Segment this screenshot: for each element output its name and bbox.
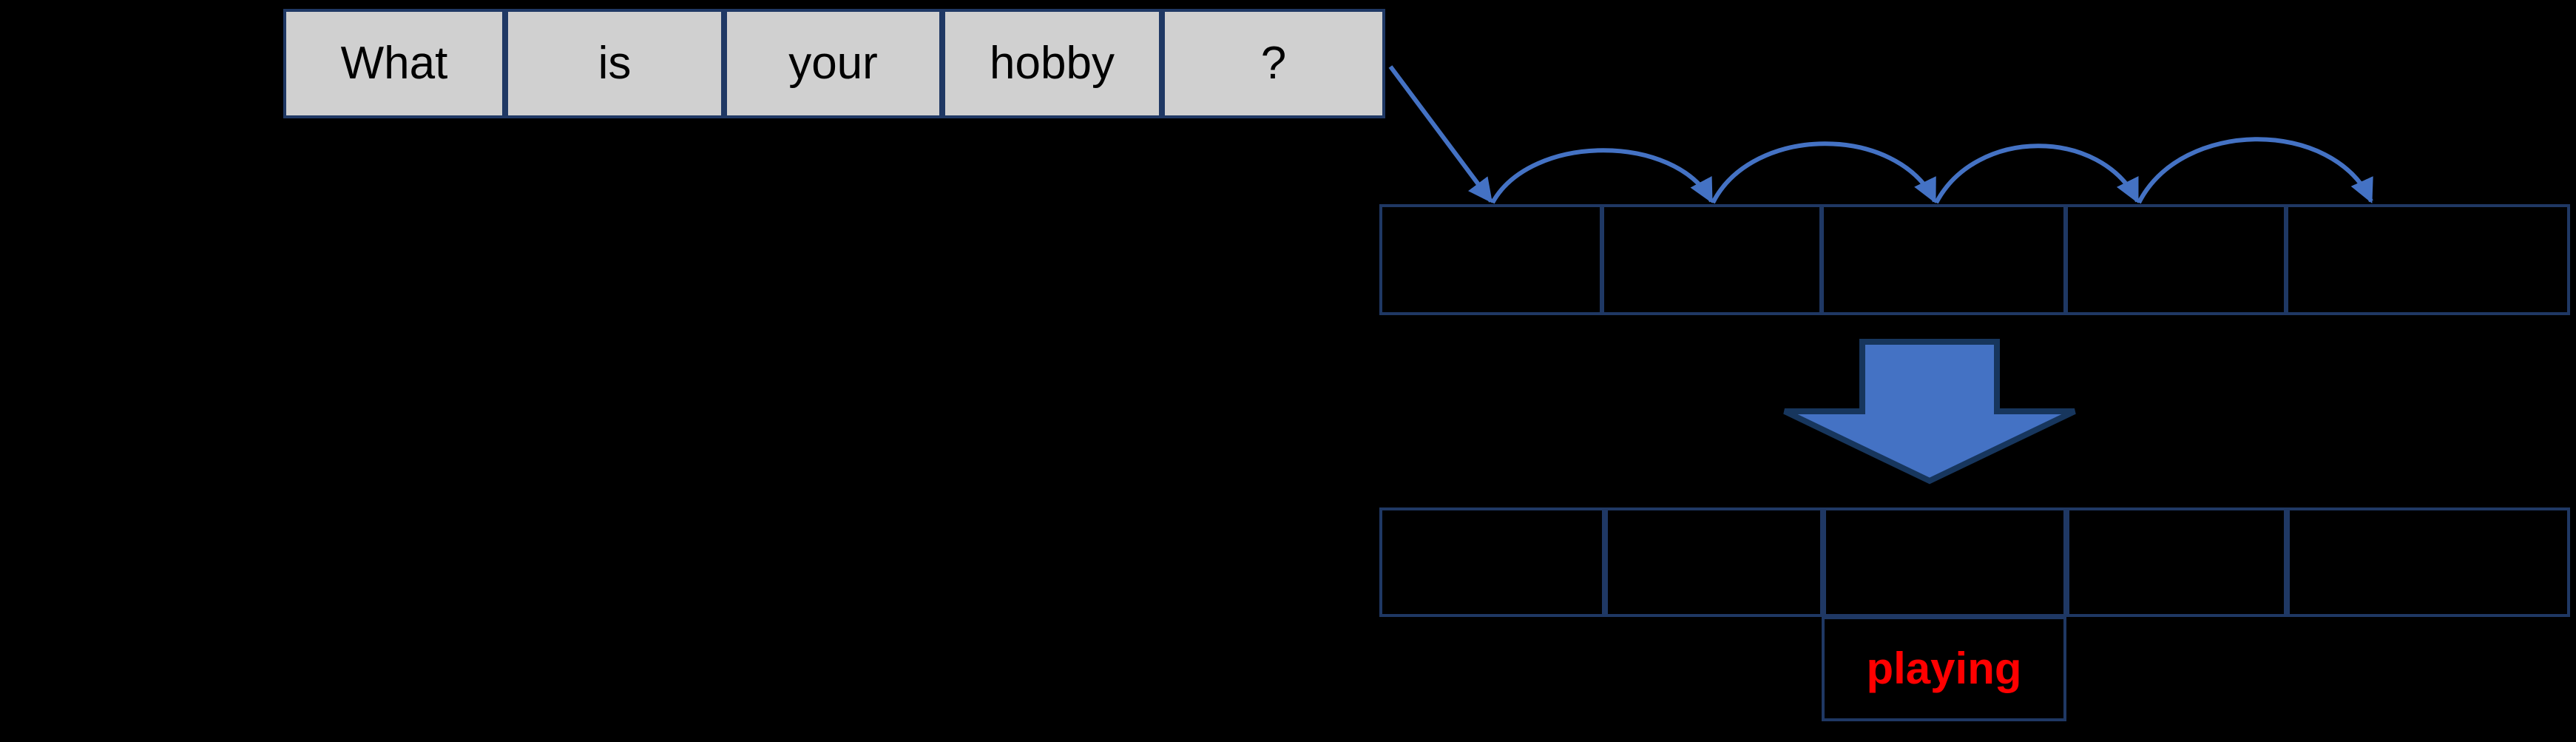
input-token-cell-2[interactable]: your	[724, 9, 942, 118]
down-arrow-icon	[1783, 339, 2076, 485]
encoder-cell-3[interactable]	[2065, 204, 2287, 315]
input-token-label: is	[598, 38, 632, 89]
decoder-cell-1[interactable]	[1605, 507, 1823, 617]
encoder-cell-4[interactable]	[2285, 204, 2570, 315]
recurrent-arc-4	[2137, 137, 2373, 204]
recurrent-arc-3	[1934, 144, 2140, 204]
recurrent-arc-2	[1711, 141, 1937, 204]
feed-arrow	[1388, 65, 1493, 203]
recurrent-arc-1	[1490, 148, 1714, 204]
input-token-cell-3[interactable]: hobby	[942, 9, 1162, 118]
decoder-cell-4[interactable]	[2287, 507, 2570, 617]
encoder-cell-1[interactable]	[1601, 204, 1822, 315]
decoder-cell-3[interactable]	[2066, 507, 2287, 617]
input-token-label: your	[788, 38, 878, 89]
input-token-label: What	[340, 38, 448, 89]
input-token-cell-4[interactable]: ?	[1162, 9, 1385, 118]
decoder-cell-2[interactable]	[1823, 507, 2066, 617]
predicted-word-cell[interactable]: playing	[1822, 616, 2066, 721]
input-token-cell-0[interactable]: What	[283, 9, 505, 118]
encoder-cell-0[interactable]	[1379, 204, 1603, 315]
decoder-cell-0[interactable]	[1379, 507, 1605, 617]
input-token-label: ?	[1260, 38, 1287, 89]
input-token-cell-1[interactable]: is	[505, 9, 724, 118]
encoder-cell-2[interactable]	[1821, 204, 2066, 315]
predicted-word-label: playing	[1866, 644, 2022, 693]
input-token-label: hobby	[990, 38, 1115, 89]
